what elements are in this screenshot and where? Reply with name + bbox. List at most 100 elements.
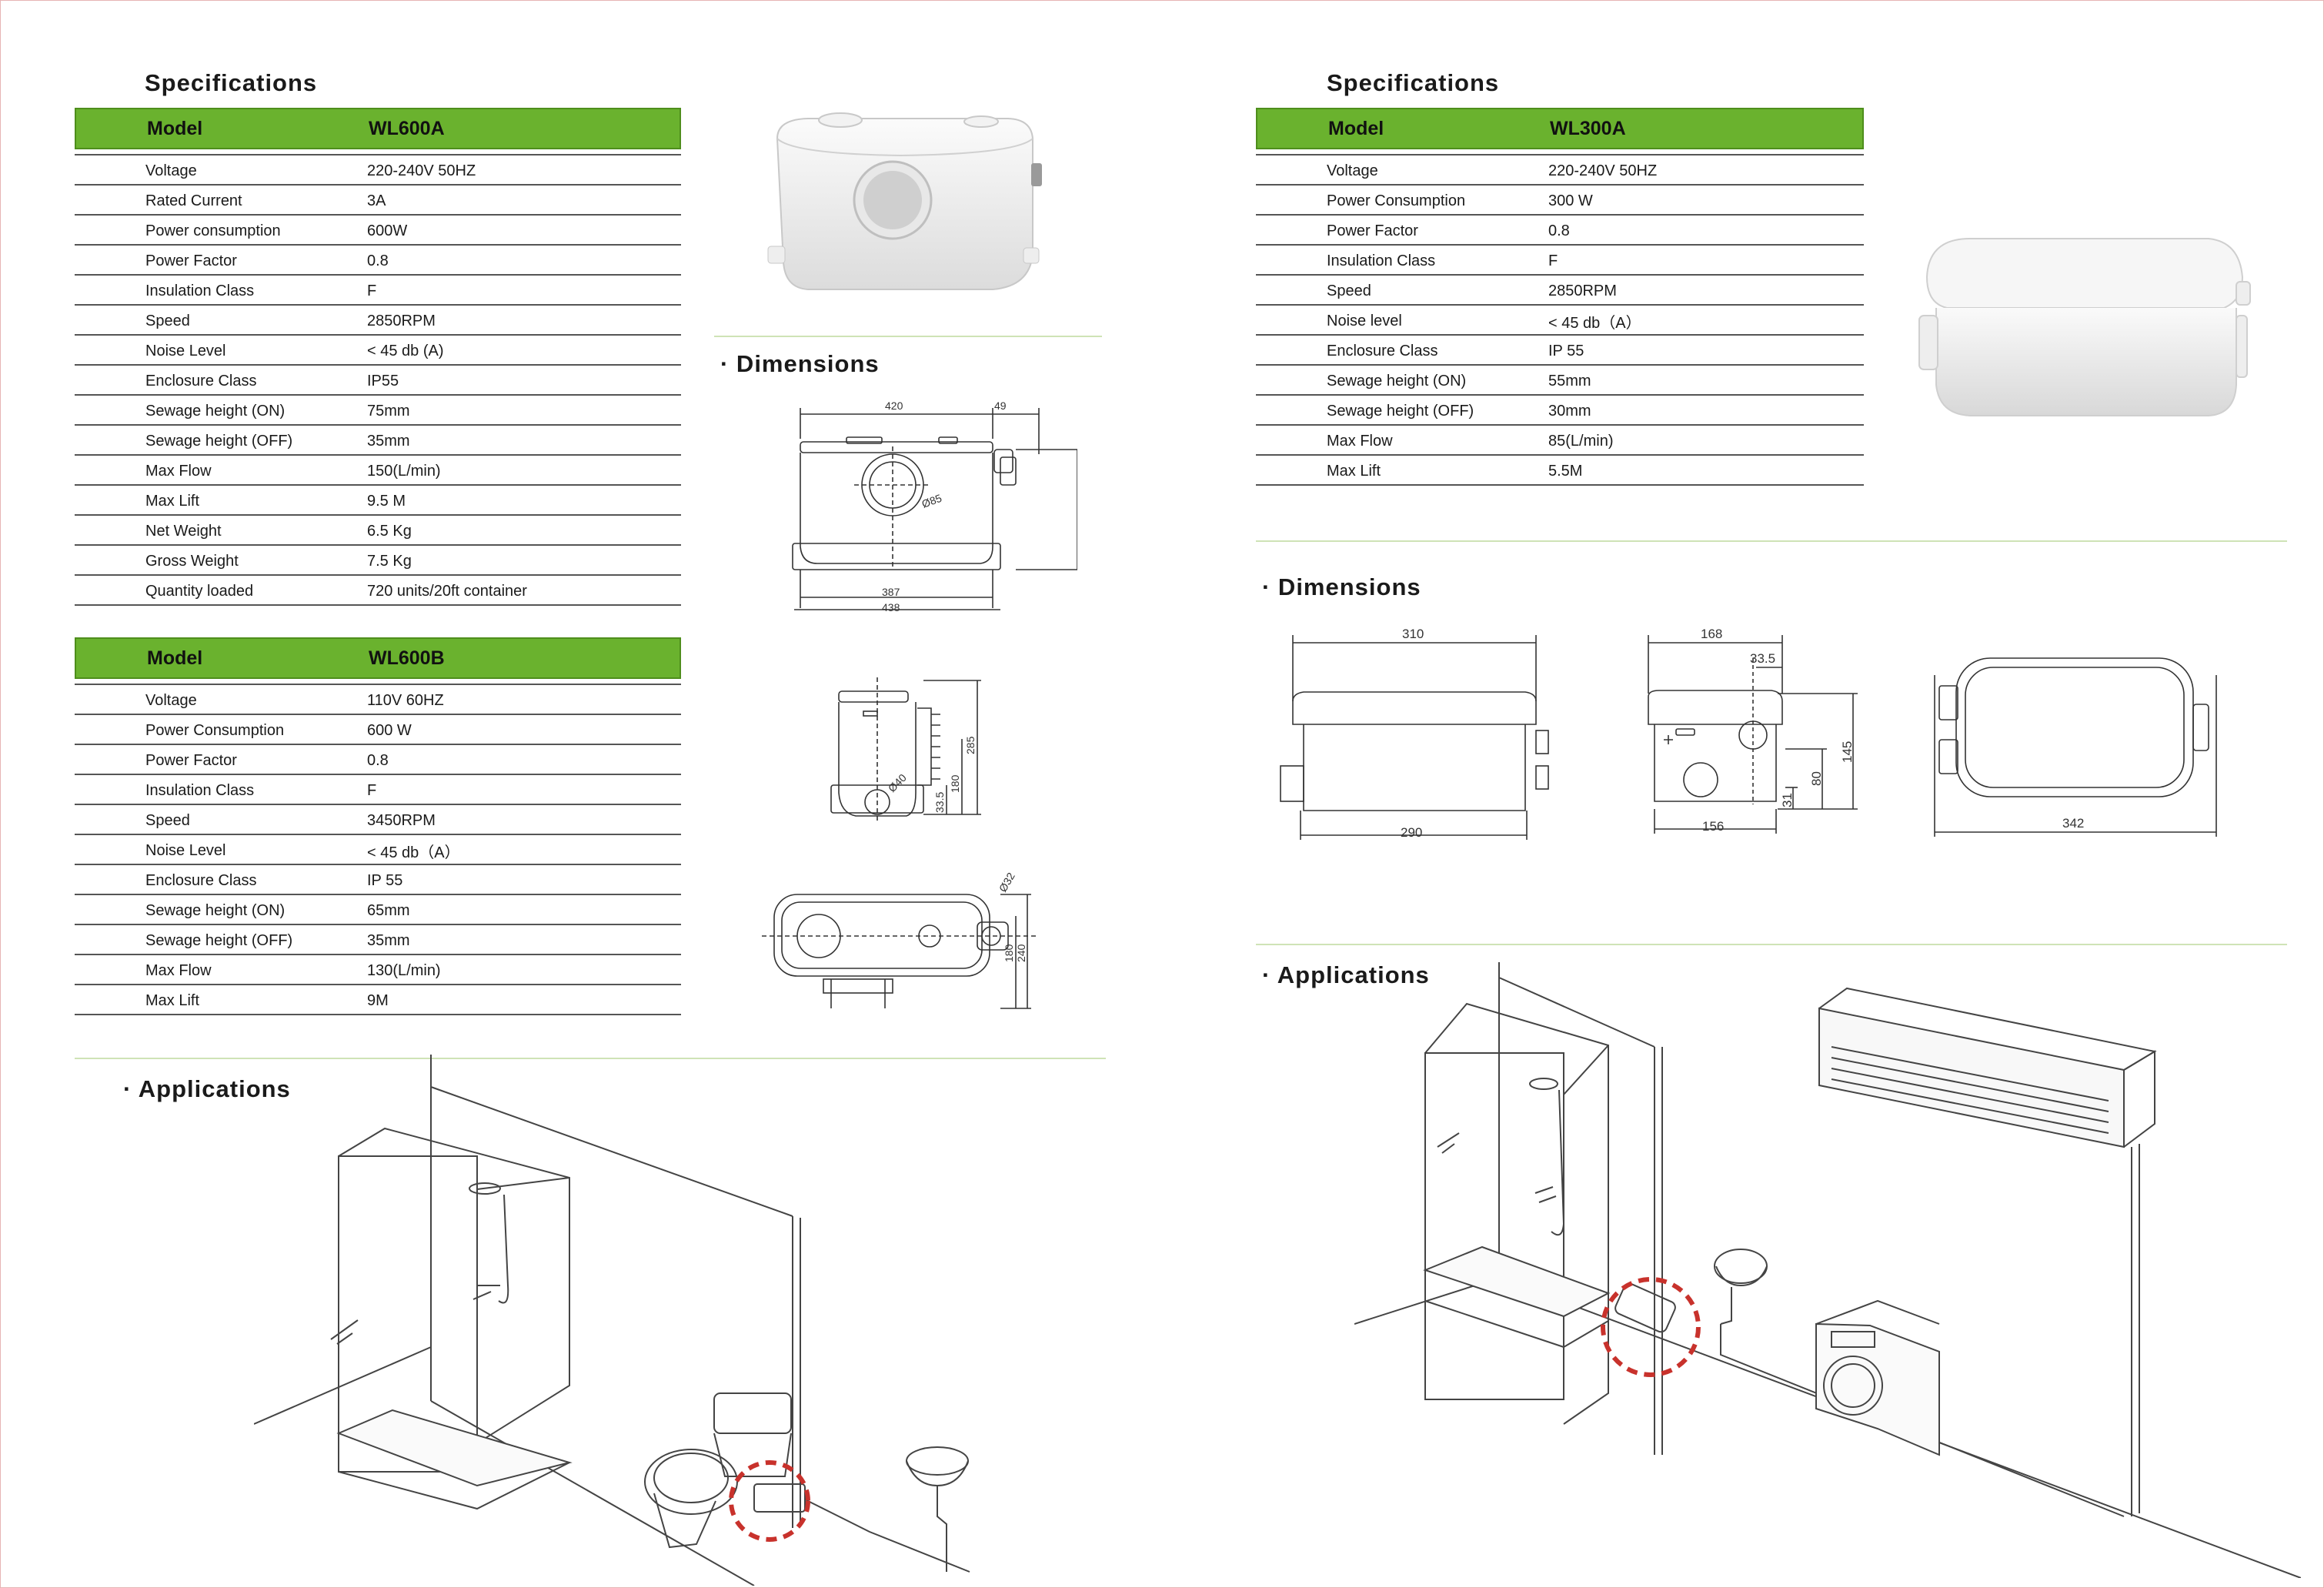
wl300a-side-drawing: 168 33.5 156 145 80 31	[1648, 627, 1858, 834]
spec-header-model: WL600A	[369, 117, 445, 139]
spec-label: Rated Current	[145, 192, 242, 209]
spec-value: 2850RPM	[367, 313, 436, 329]
dim-b387: 387	[882, 586, 900, 598]
spec-value: 150(L/min)	[367, 463, 441, 480]
spec-value: 7.5 Kg	[367, 553, 412, 570]
spec-value: 30mm	[1548, 403, 1591, 420]
dim-342: 342	[2062, 816, 2084, 831]
wl600a-product-image	[767, 112, 1042, 290]
dim-d32: Ø32	[997, 870, 1017, 894]
spec-label: Max Lift	[1327, 463, 1381, 480]
spec-value: 5.5M	[1548, 463, 1583, 480]
wl600a-front-drawing: 420 49 Ø85 261 387 438	[792, 400, 1077, 613]
spec-header-model: WL600B	[369, 647, 445, 669]
spec-value: 65mm	[367, 902, 410, 919]
spec-label: Net Weight	[145, 523, 222, 540]
spec-row: Sewage height (OFF)30mm	[1256, 396, 1864, 426]
spec-label: Max Lift	[145, 992, 200, 1009]
spec-label: Voltage	[145, 692, 197, 709]
dim-w1: 420	[885, 400, 903, 412]
spec-label: Max Lift	[145, 493, 200, 510]
spec-value: 220-240V 50HZ	[1548, 162, 1658, 179]
spec-label: Speed	[145, 313, 190, 329]
spec-label: Insulation Class	[145, 282, 255, 299]
spec-header-model: WL300A	[1550, 117, 1626, 139]
left-divider-2	[75, 1058, 1106, 1059]
right-dimensions-heading: · Dimensions	[1262, 573, 1421, 600]
spec-value: 0.8	[367, 752, 389, 769]
spec-label: Power Factor	[145, 252, 237, 269]
spec-header: Model WL600B	[75, 637, 681, 679]
spec-value: 300 W	[1548, 192, 1593, 209]
spec-row: Power Factor 0.8	[1256, 216, 1864, 246]
spec-label: Noise level	[1327, 313, 1402, 329]
spec-label: Power consumption	[145, 222, 281, 239]
spec-header-rule	[1256, 149, 1864, 155]
dim-168: 168	[1701, 627, 1722, 641]
spec-label: Speed	[1327, 282, 1371, 299]
spec-row: Max Flow 150(L/min)	[75, 456, 681, 486]
left-application-illustration	[254, 1055, 970, 1586]
dim-h285: 285	[964, 736, 977, 754]
spec-label: Enclosure Class	[145, 373, 257, 389]
spec-header: Model WL600A	[75, 108, 681, 149]
spec-label: Sewage height (ON)	[145, 902, 285, 919]
dim-290: 290	[1401, 825, 1422, 840]
dim-b438: 438	[882, 601, 900, 613]
wl600b-top-drawing: Ø32 180 240	[762, 870, 1039, 1009]
spec-header-label: Model	[147, 647, 203, 669]
spec-value: F	[1548, 252, 1558, 269]
spec-row: Power Factor 0.8	[75, 745, 681, 775]
spec-row: Sewage height (ON) 65mm	[75, 895, 681, 925]
spec-row: Enclosure Class IP55	[75, 366, 681, 396]
spec-row: Power consumption 600W	[75, 216, 681, 246]
spec-value: IP 55	[367, 872, 403, 889]
spec-value: < 45 db（A）	[367, 844, 460, 861]
spec-label: Power Factor	[1327, 222, 1418, 239]
spec-label: Noise Level	[145, 842, 226, 859]
spec-row: Noise level< 45 db（A）	[1256, 306, 1864, 336]
spec-value: 9M	[367, 992, 389, 1009]
spec-value: 35mm	[367, 932, 410, 949]
spec-label: Power Factor	[145, 752, 237, 769]
dim-145: 145	[1840, 741, 1855, 763]
spec-value: 3A	[367, 192, 386, 209]
spec-value: 35mm	[367, 433, 410, 450]
spec-label: Insulation Class	[1327, 252, 1436, 269]
dim-w2: 49	[994, 400, 1007, 412]
wl300a-top-drawing: 342	[1934, 657, 2217, 837]
spec-value: 75mm	[367, 403, 410, 420]
spec-header-label: Model	[147, 117, 203, 139]
spec-value: < 45 db (A)	[367, 343, 444, 359]
spec-header-label: Model	[1328, 117, 1384, 139]
spec-label: Max Flow	[145, 463, 212, 480]
spec-row: Noise Level< 45 db (A)	[75, 336, 681, 366]
spec-value: IP55	[367, 373, 399, 389]
spec-row: Sewage height (OFF)35mm	[75, 426, 681, 456]
spec-value: 0.8	[1548, 222, 1570, 239]
right-applications-heading: · Applications	[1262, 961, 1430, 988]
spec-row: Max Lift 9M	[75, 985, 681, 1015]
spec-value: 9.5 M	[367, 493, 406, 510]
right-divider-1	[1256, 540, 2287, 542]
spec-row: Noise Level < 45 db（A）	[75, 835, 681, 865]
dim-156: 156	[1702, 819, 1724, 834]
dim-33-5: 33.5	[1750, 651, 1775, 666]
dim-310: 310	[1402, 627, 1424, 641]
spec-value: 6.5 Kg	[367, 523, 412, 540]
spec-row: Speed 2850RPM	[75, 306, 681, 336]
spec-label: Sewage height (OFF)	[145, 932, 293, 949]
spec-value: 130(L/min)	[367, 962, 441, 979]
spec-value: 600W	[367, 222, 408, 239]
